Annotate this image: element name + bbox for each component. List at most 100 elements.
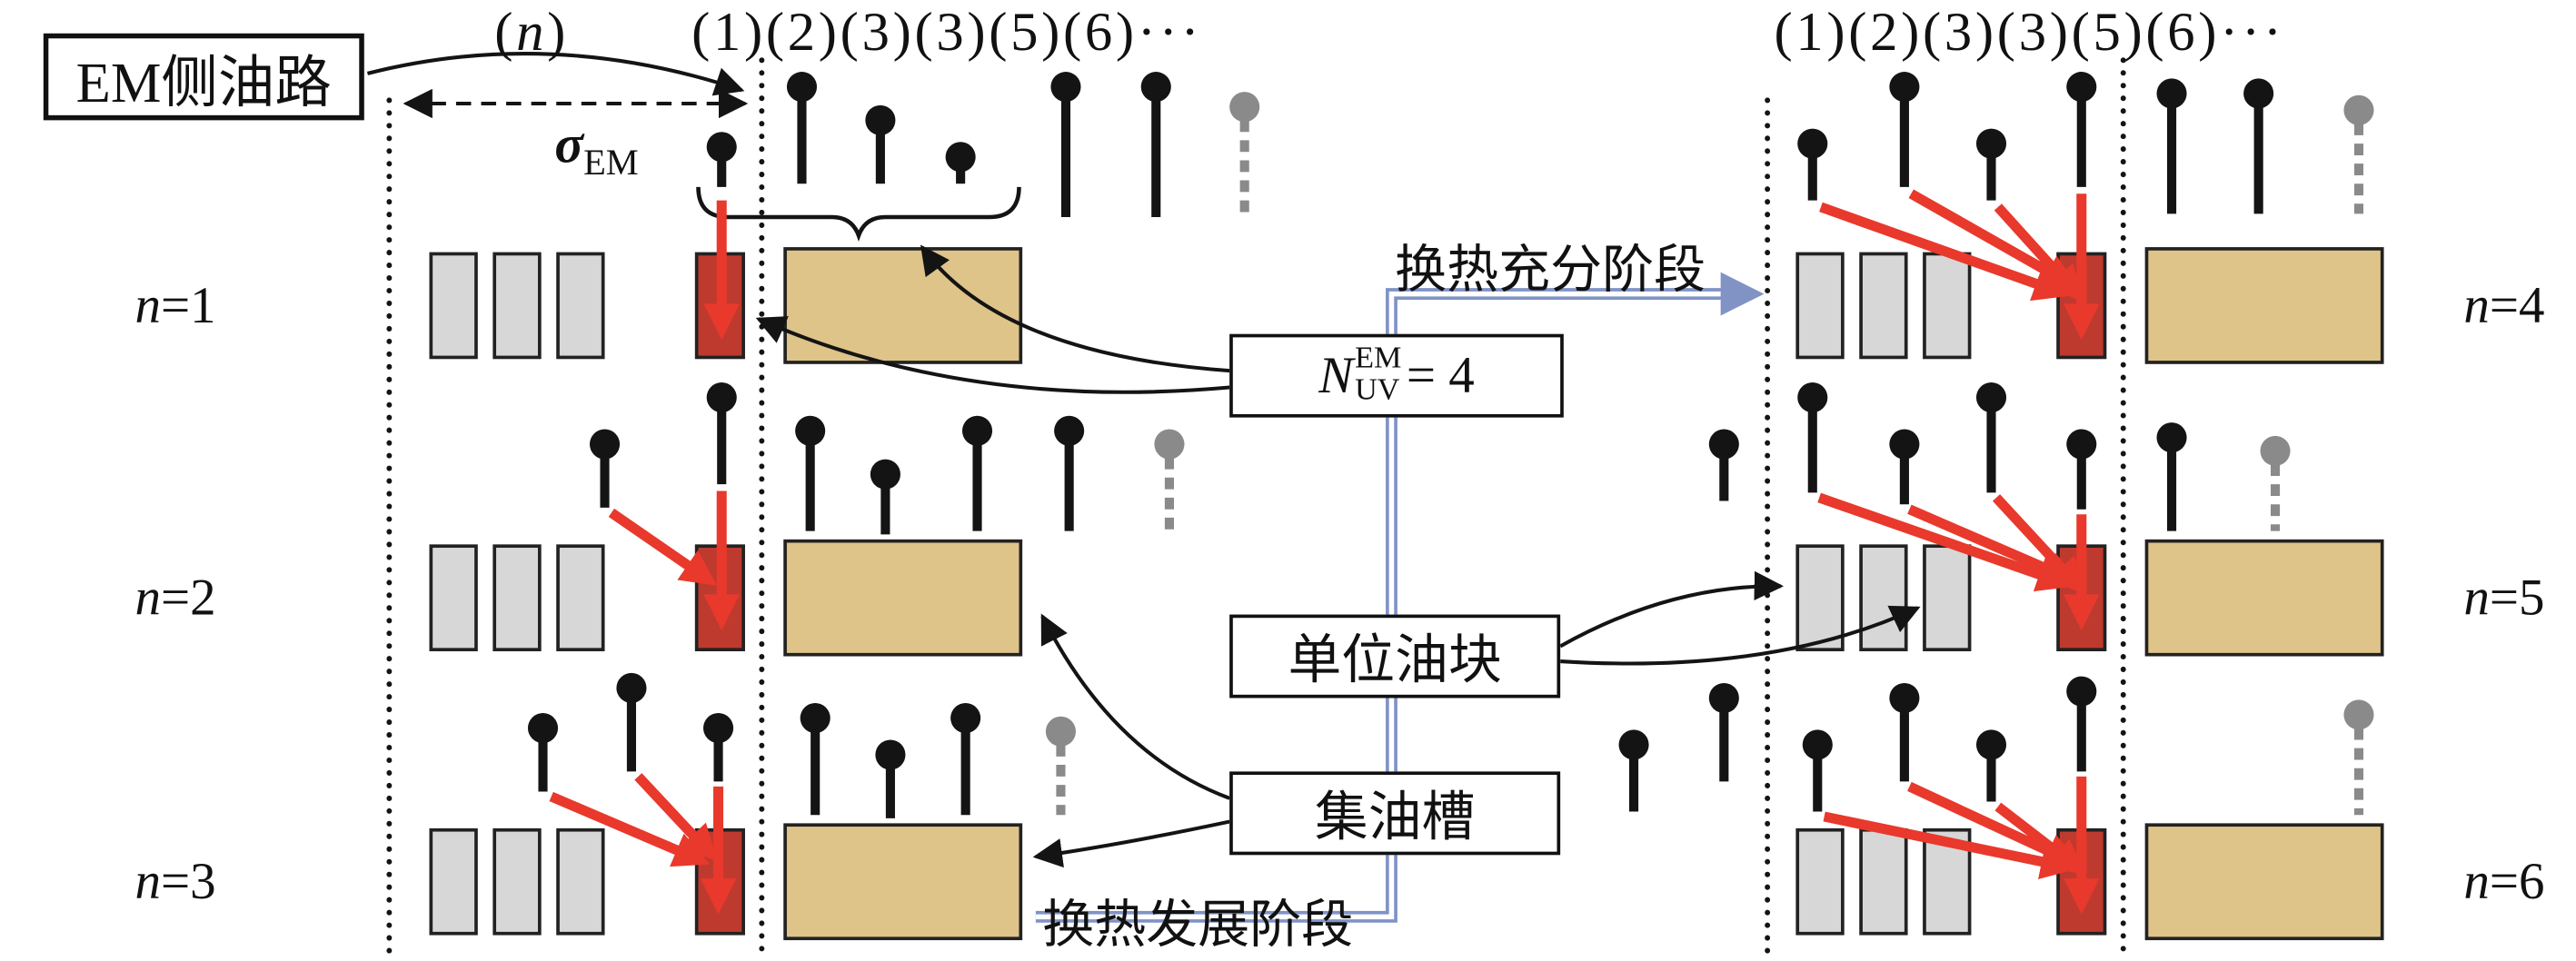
- oil-pin-icon: [1889, 429, 1920, 505]
- oil-pin-icon: [1708, 429, 1739, 501]
- oil-pin-icon: [1802, 729, 1833, 812]
- unit-block-arrow-a: [1559, 570, 1785, 649]
- red-injection-arrows: [549, 189, 2100, 915]
- sigma-em-label: σEM: [554, 114, 639, 183]
- uv-group-brace: [696, 186, 1021, 242]
- oil-pin-icon: [2156, 422, 2187, 531]
- oil-pin-ghost-icon: [1229, 92, 1260, 218]
- trough-arrow-upper: [1040, 613, 1230, 800]
- oil-pin-icon: [1889, 72, 1920, 187]
- oil-pin-icon: [2066, 72, 2097, 187]
- oil-pin-icon: [1618, 729, 1649, 812]
- row-n3-blocks: [429, 823, 1023, 941]
- unit-oil-block: [429, 544, 478, 652]
- oil-pin-icon: [875, 739, 906, 818]
- oil-collecting-trough: [2144, 823, 2384, 941]
- row-n4-pins: [1797, 72, 2374, 214]
- row-n2-pins: [589, 382, 1185, 535]
- oil-pin-ghost-icon: [1154, 429, 1185, 531]
- oil-pin-icon: [786, 72, 818, 184]
- red-arrow: [1908, 189, 2080, 290]
- unit-oil-block: [556, 544, 605, 652]
- red-arrow: [1907, 781, 2082, 867]
- oil-pin-icon: [1050, 72, 1081, 218]
- oil-pin-icon: [1889, 682, 1920, 782]
- row-label-n2: n=2: [134, 568, 216, 627]
- row-label-n6: n=6: [2463, 851, 2545, 910]
- red-arrow: [1992, 494, 2086, 595]
- oil-collecting-trough: [783, 823, 1023, 941]
- oil-pin-ghost-icon: [2343, 699, 2374, 816]
- row-label-n4: n=4: [2463, 275, 2545, 334]
- oil-pin-icon: [1975, 128, 2007, 201]
- oil-pin-icon: [950, 703, 981, 816]
- trough-arrow-lower: [1032, 819, 1230, 868]
- red-arrow: [1994, 203, 2084, 302]
- unit-oil-block: [1859, 544, 1908, 652]
- oil-pin-ghost-icon: [2260, 435, 2291, 531]
- header-branch-index: (n): [494, 3, 570, 64]
- oil-collecting-trough: [2144, 247, 2384, 364]
- header-columns-right: (1)(2)(3)(3)(5)(6)···: [1774, 3, 2285, 64]
- annotation-arrows: [366, 52, 1921, 868]
- unit-oil-block: [492, 827, 542, 936]
- unit-oil-block: [492, 252, 542, 360]
- oil-pin-icon: [706, 132, 737, 187]
- unit-oil-block: [1923, 252, 1972, 360]
- stage-sufficient-label: 换热充分阶段: [1395, 240, 1706, 300]
- oil-pin-icon: [2066, 676, 2097, 772]
- row-n5-blocks: [1795, 539, 2384, 657]
- red-arrow: [1817, 492, 2074, 592]
- unit-oil-block: [556, 252, 605, 360]
- flow-path-arrow: [1035, 272, 1765, 923]
- unit-oil-block: [1923, 544, 1972, 652]
- oil-pin-icon: [961, 415, 993, 531]
- oil-pin-icon: [945, 142, 976, 184]
- oil-pin-icon: [2066, 429, 2097, 510]
- em-circuit-arrow: [366, 52, 745, 96]
- oil-pin-icon: [800, 703, 830, 816]
- row-n1-pins: [706, 72, 1260, 218]
- red-arrow: [634, 773, 718, 862]
- oil-pin-icon: [1797, 382, 1828, 493]
- unit-oil-block: [556, 827, 605, 936]
- unit-oil-block: [1795, 544, 1845, 652]
- oil-pin-icon: [1708, 682, 1739, 782]
- nuv-to-brace-arrow: [920, 244, 1230, 373]
- oil-pin-icon: [865, 104, 896, 184]
- unit-oil-block: [492, 544, 542, 652]
- oil-pin-icon: [1797, 128, 1828, 201]
- em-circuit-label: EM侧油路: [75, 52, 332, 114]
- em-circuit-label-box: EM侧油路: [43, 33, 364, 121]
- stage-boundary-lines: [386, 57, 2126, 961]
- row-n4-blocks: [1795, 247, 2384, 364]
- oil-pin-icon: [527, 713, 559, 792]
- oil-pin-icon: [706, 382, 737, 485]
- nuv-to-uv-block-arrow: [755, 316, 1230, 394]
- oil-pin-icon: [1975, 729, 2007, 802]
- oil-pin-icon: [1054, 415, 1085, 531]
- row-label-n1: n=1: [134, 275, 216, 334]
- red-arrow: [1823, 811, 2077, 879]
- row-n5-pins: [1708, 382, 2291, 531]
- unit-oil-block: [1795, 827, 1845, 936]
- oil-collecting-trough: [783, 539, 1023, 657]
- oil-pin-icon: [2243, 78, 2274, 214]
- oil-pin-ghost-icon: [2343, 94, 2374, 214]
- oil-pin-icon: [2156, 78, 2187, 214]
- red-arrow: [608, 508, 718, 586]
- unit-oil-block: [1859, 252, 1908, 360]
- row-label-n3: n=3: [134, 851, 216, 910]
- unit-oil-block-label-box: 单位油块: [1229, 614, 1561, 698]
- row-n3-pins: [527, 672, 1076, 818]
- oil-trough-label-box: 集油槽: [1229, 771, 1561, 856]
- red-arrow: [1819, 202, 2071, 302]
- red-arrow: [1994, 802, 2087, 876]
- unit-oil-block: [429, 827, 478, 936]
- red-arrow: [1907, 504, 2082, 587]
- unit-oil-block: [1795, 252, 1845, 360]
- oil-pin-ghost-icon: [1045, 716, 1076, 816]
- row-n6-pins: [1618, 676, 2374, 816]
